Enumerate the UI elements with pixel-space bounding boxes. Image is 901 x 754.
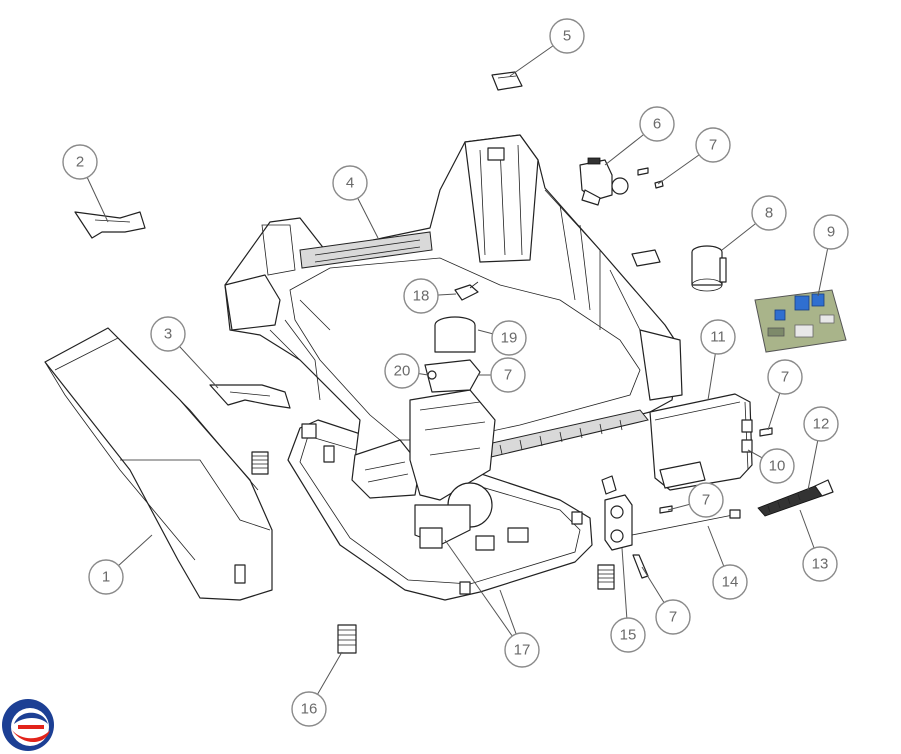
- callout-15-label: 15: [620, 627, 637, 644]
- filter-part-8: [691, 245, 727, 292]
- callout-11: 11: [700, 319, 736, 355]
- callout-18: 18: [403, 278, 439, 314]
- callout-7-top-label: 7: [709, 137, 717, 154]
- connector-part: [631, 249, 661, 267]
- bracket-part-2: [74, 211, 146, 239]
- callout-20-label: 20: [394, 363, 411, 380]
- callout-20: 20: [384, 353, 420, 389]
- callout-14: 14: [712, 564, 748, 600]
- callout-12-label: 12: [813, 416, 830, 433]
- bracket-part-3: [209, 384, 291, 409]
- callout-7-mid-label: 7: [702, 492, 710, 509]
- callout-10-label: 10: [769, 458, 786, 475]
- callout-13-label: 13: [812, 556, 829, 573]
- callout-18-label: 18: [413, 288, 430, 305]
- callout-7-center-label: 7: [504, 367, 512, 384]
- callout-7-right-label: 7: [781, 369, 789, 386]
- motor-bracket-part: [601, 475, 633, 551]
- callout-16-label: 16: [301, 701, 318, 718]
- callout-19-label: 19: [501, 330, 518, 347]
- callout-2-label: 2: [76, 154, 84, 171]
- leveling-feet-part: [251, 451, 615, 654]
- callout-14-label: 14: [722, 574, 739, 591]
- callout-17: 17: [504, 632, 540, 668]
- callout-1-label: 1: [102, 569, 110, 586]
- callout-8: 8: [751, 195, 787, 231]
- callout-17-label: 17: [514, 642, 531, 659]
- callout-7-top: 7: [695, 127, 731, 163]
- callout-5-label: 5: [563, 28, 571, 45]
- callout-13: 13: [802, 546, 838, 582]
- control-box-part: [649, 393, 753, 491]
- callout-6: 6: [639, 106, 675, 142]
- callout-5: 5: [549, 18, 585, 54]
- tub-frame-part: [224, 134, 683, 549]
- wire-part: [631, 509, 741, 536]
- heater-part: [757, 479, 834, 517]
- brand-logo-icon: [2, 699, 54, 751]
- callout-7-bottom: 7: [655, 599, 691, 635]
- callout-8-label: 8: [765, 205, 773, 222]
- callout-16: 16: [291, 691, 327, 727]
- callout-2: 2: [62, 144, 98, 180]
- callout-3: 3: [150, 316, 186, 352]
- callout-7-bottom-label: 7: [669, 609, 677, 626]
- callout-15: 15: [610, 617, 646, 653]
- callout-9-label: 9: [827, 224, 835, 241]
- clip-part-5: [491, 71, 523, 91]
- pump-assembly-part: [424, 281, 481, 393]
- inlet-valve-part: [579, 157, 629, 206]
- callout-1: 1: [88, 559, 124, 595]
- callout-11-label: 11: [710, 329, 726, 346]
- callout-10: 10: [759, 448, 795, 484]
- kick-panel-part: [44, 327, 273, 601]
- callout-6-label: 6: [653, 116, 661, 133]
- callout-7-mid: 7: [688, 482, 724, 518]
- callout-4-label: 4: [346, 175, 354, 192]
- callout-9: 9: [813, 214, 849, 250]
- callout-7-center: 7: [490, 357, 526, 393]
- callout-3-label: 3: [164, 326, 172, 343]
- callout-12: 12: [803, 406, 839, 442]
- callout-4: 4: [332, 165, 368, 201]
- callout-19: 19: [491, 320, 527, 356]
- control-pcb-part: [754, 289, 847, 353]
- callout-7-right: 7: [767, 359, 803, 395]
